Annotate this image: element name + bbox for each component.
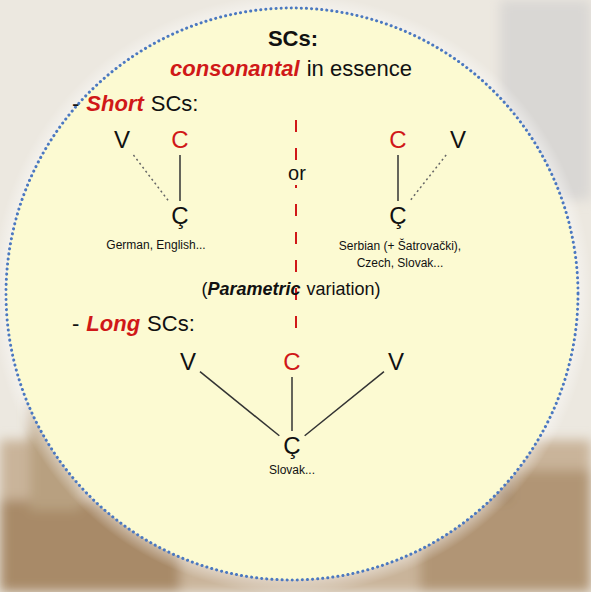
text-label: or [285,162,309,185]
letter-node: Ç [280,432,303,460]
text-label: variation) [307,279,381,300]
node-letter: V [114,126,130,154]
text-line: -Short SCs: [72,91,198,117]
node-letter: V [388,348,404,376]
letter-node: V [385,348,407,376]
text-label: SCs: [151,91,199,117]
tree-branch [398,155,399,201]
text-label: - [72,91,79,117]
tree-branch [200,372,279,436]
text-line: SCs: [268,26,318,52]
tree-branch [180,155,181,201]
letter-node: C [280,348,303,376]
node-letter: C [283,348,300,376]
tree-branch [305,372,384,436]
text-line: -Long SCs: [72,311,195,337]
letter-node: Ç [386,202,409,230]
tree-branch [292,377,293,431]
node-letter: C [389,126,406,154]
letter-node: Ç [168,202,191,230]
letter-node: V [177,348,199,376]
letter-node: C [386,126,409,154]
letter-node: C [168,126,191,154]
node-letter: C [171,126,188,154]
text-label: ( [201,279,207,300]
text-line: or [285,162,309,185]
text-label: consonantal [170,56,300,82]
tree-branch [133,155,168,201]
node-letter: V [450,126,466,154]
text-label: Slovak... [269,463,315,477]
text-label: Short [86,91,143,117]
tree-branch [410,155,446,201]
text-line: (Parametric variation) [201,279,380,300]
letter-node: V [111,126,133,154]
slide-title: SCs: [268,26,318,52]
text-label: German, English... [106,238,205,252]
text-line: Serbian (+ Šatrovački), Czech, Slovak... [325,238,475,272]
parameter-divider [295,120,297,336]
text-label: in essence [307,56,412,82]
dotted-circle [6,8,578,580]
text-label: Long [86,311,140,337]
text-label: Parametric [207,279,300,300]
node-letter: Ç [171,202,188,230]
text-label: SCs: [147,311,195,337]
text-label: Serbian (+ Šatrovački), Czech, Slovak... [325,238,475,272]
node-letter: Ç [283,432,300,460]
node-letter: Ç [389,202,406,230]
node-letter: V [180,348,196,376]
text-line: consonantal in essence [170,56,412,82]
text-line: Slovak... [269,463,315,477]
letter-node: V [447,126,469,154]
text-line: German, English... [106,238,205,252]
text-label: - [72,311,79,337]
